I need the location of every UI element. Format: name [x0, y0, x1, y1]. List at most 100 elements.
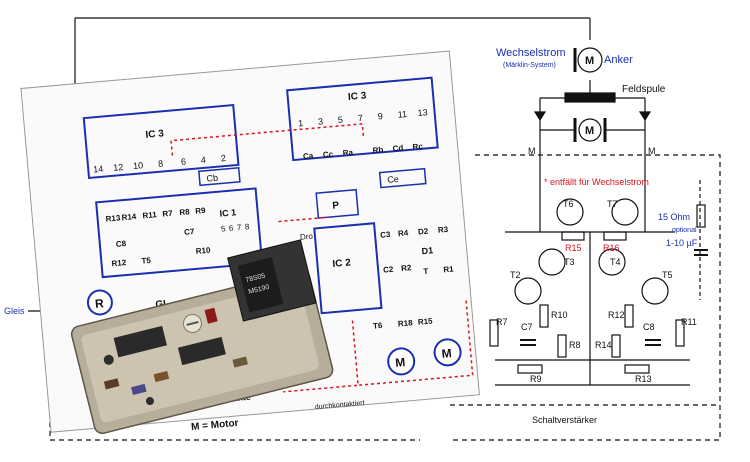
t5-label: T5: [662, 270, 673, 280]
photo-chip-bottom: M5190: [248, 284, 271, 296]
pcb-part: C2: [383, 265, 395, 275]
anker-motor-letter: M: [585, 55, 594, 67]
ic3-left-pin: 4: [200, 155, 206, 165]
through-hole-link: [170, 123, 365, 156]
ic3-left-pin: 12: [113, 162, 124, 173]
pcb-right-parts: Ca Cc Ra Rb Cd Rc C3 R4 D2 R3 C2 R2 T R1…: [303, 142, 455, 331]
legend-motor: M = Motor: [191, 418, 239, 433]
r7-label: R7: [496, 317, 508, 327]
feldspule-coil: [564, 92, 616, 103]
cb-label: Cb: [206, 173, 218, 184]
pcb-part: R12: [111, 258, 127, 268]
d1-label: D1: [421, 245, 433, 256]
anker-label: Anker: [604, 54, 633, 66]
photo-component: [204, 307, 218, 324]
r12-label: R12: [608, 310, 625, 320]
resistor-r9: [517, 364, 543, 374]
cb-outline: [198, 167, 241, 187]
ce-outline: [378, 167, 427, 189]
t3-label: T3: [564, 257, 575, 267]
m-circle-1-label: M: [395, 355, 406, 370]
pcb-part: D2: [418, 227, 430, 237]
p-outline: [315, 188, 360, 219]
ic3-left-label: IC 3: [145, 128, 165, 141]
c7-label: C7: [521, 322, 533, 332]
transistor-t3: [538, 248, 566, 276]
schematic-labels: Wechselstrom (Märklin-System) Anker Feld…: [4, 47, 698, 425]
schaltverstaerker-label: Schaltverstärker: [532, 415, 597, 425]
pcb-part: R8: [179, 207, 191, 217]
resistor-15ohm: [696, 204, 706, 228]
resistor-r7: [489, 319, 499, 347]
photo-regulator: [237, 257, 284, 313]
pcb-part: R18: [398, 318, 414, 328]
resistor-r14: [611, 334, 621, 358]
pcb-part: R15: [417, 317, 433, 327]
r11-label: R11: [681, 317, 697, 327]
ic3-right-pin: 9: [377, 111, 383, 121]
pcb-part: R4: [398, 228, 410, 238]
ac-sublabel: (Märklin-System): [503, 62, 556, 69]
photo-component: [103, 354, 114, 365]
photo-component: [232, 356, 248, 368]
legend-through: durchkontaktiert: [315, 400, 365, 411]
ic1-pin: 6: [229, 224, 235, 233]
t6-label: T6: [563, 199, 574, 209]
pcb-part: R7: [162, 209, 174, 219]
transistor-t5: [641, 277, 669, 305]
pcb-part: Ra: [342, 148, 354, 158]
ohm-label: 15 Ohm: [658, 212, 690, 222]
c8-label: C8: [643, 322, 655, 332]
resistor-r13: [624, 364, 650, 374]
pcb-part: C7: [184, 227, 196, 237]
arrow-right: [638, 111, 652, 122]
through-hole-link: [358, 300, 474, 387]
pcb-part: Cc: [323, 150, 335, 160]
pcb-part: Cd: [392, 143, 404, 153]
ic3-right-pin: 7: [357, 113, 363, 123]
arrow-left: [533, 111, 547, 122]
pcb-part: Rb: [372, 145, 384, 155]
ic3-left-pin: 14: [93, 164, 104, 175]
ic1-pins: 5 6 7 8: [221, 222, 251, 233]
m-circle-2: [433, 338, 462, 367]
ic2-outline: [313, 222, 383, 315]
resistor-r15: [561, 231, 585, 241]
photo-component: [103, 378, 120, 390]
optional-label: optional: [672, 227, 697, 234]
photo-ic-1: [113, 325, 167, 358]
cap-label: 1-10 µF: [666, 238, 698, 248]
photo-chip-top: 78S05: [245, 273, 266, 285]
ac-label: Wechselstrom: [496, 47, 565, 59]
resistor-r12: [624, 304, 634, 328]
ic3-left-pin: 6: [181, 156, 187, 166]
ic1-pin: 5: [221, 224, 227, 233]
ce-label: Ce: [387, 174, 399, 185]
ic3-right-pin: 3: [318, 116, 324, 126]
r16-label: R16: [603, 243, 620, 253]
through-hole-links: [170, 123, 474, 393]
resistor-r8: [557, 334, 567, 358]
through-hole-link: [278, 216, 329, 223]
pcb-part: T5: [141, 256, 152, 266]
ic3-right-pin: 5: [337, 115, 343, 125]
pcb-photo: 78S05 M5190: [70, 239, 334, 435]
m-right-label: M: [648, 146, 656, 156]
m-left-label: M: [528, 146, 536, 156]
pcb-part: R2: [401, 263, 413, 273]
ic3-right-pin: 13: [417, 107, 428, 118]
ic3-right-pin: 1: [298, 118, 304, 128]
ic3-right-outline: [286, 76, 439, 162]
ic3-right-label: IC 3: [348, 90, 368, 103]
pcb-part: Rc: [412, 142, 424, 152]
t7-label: T7: [607, 199, 618, 209]
transistor-t7: [611, 198, 639, 226]
ic1-label: IC 1: [219, 207, 236, 218]
pcb-part: R10: [195, 246, 211, 256]
note-red: * entfällt für Wechselstrom: [544, 177, 649, 187]
p-label: P: [332, 200, 340, 212]
photo-component: [145, 397, 154, 406]
gleis-label: Gleis: [4, 306, 25, 316]
